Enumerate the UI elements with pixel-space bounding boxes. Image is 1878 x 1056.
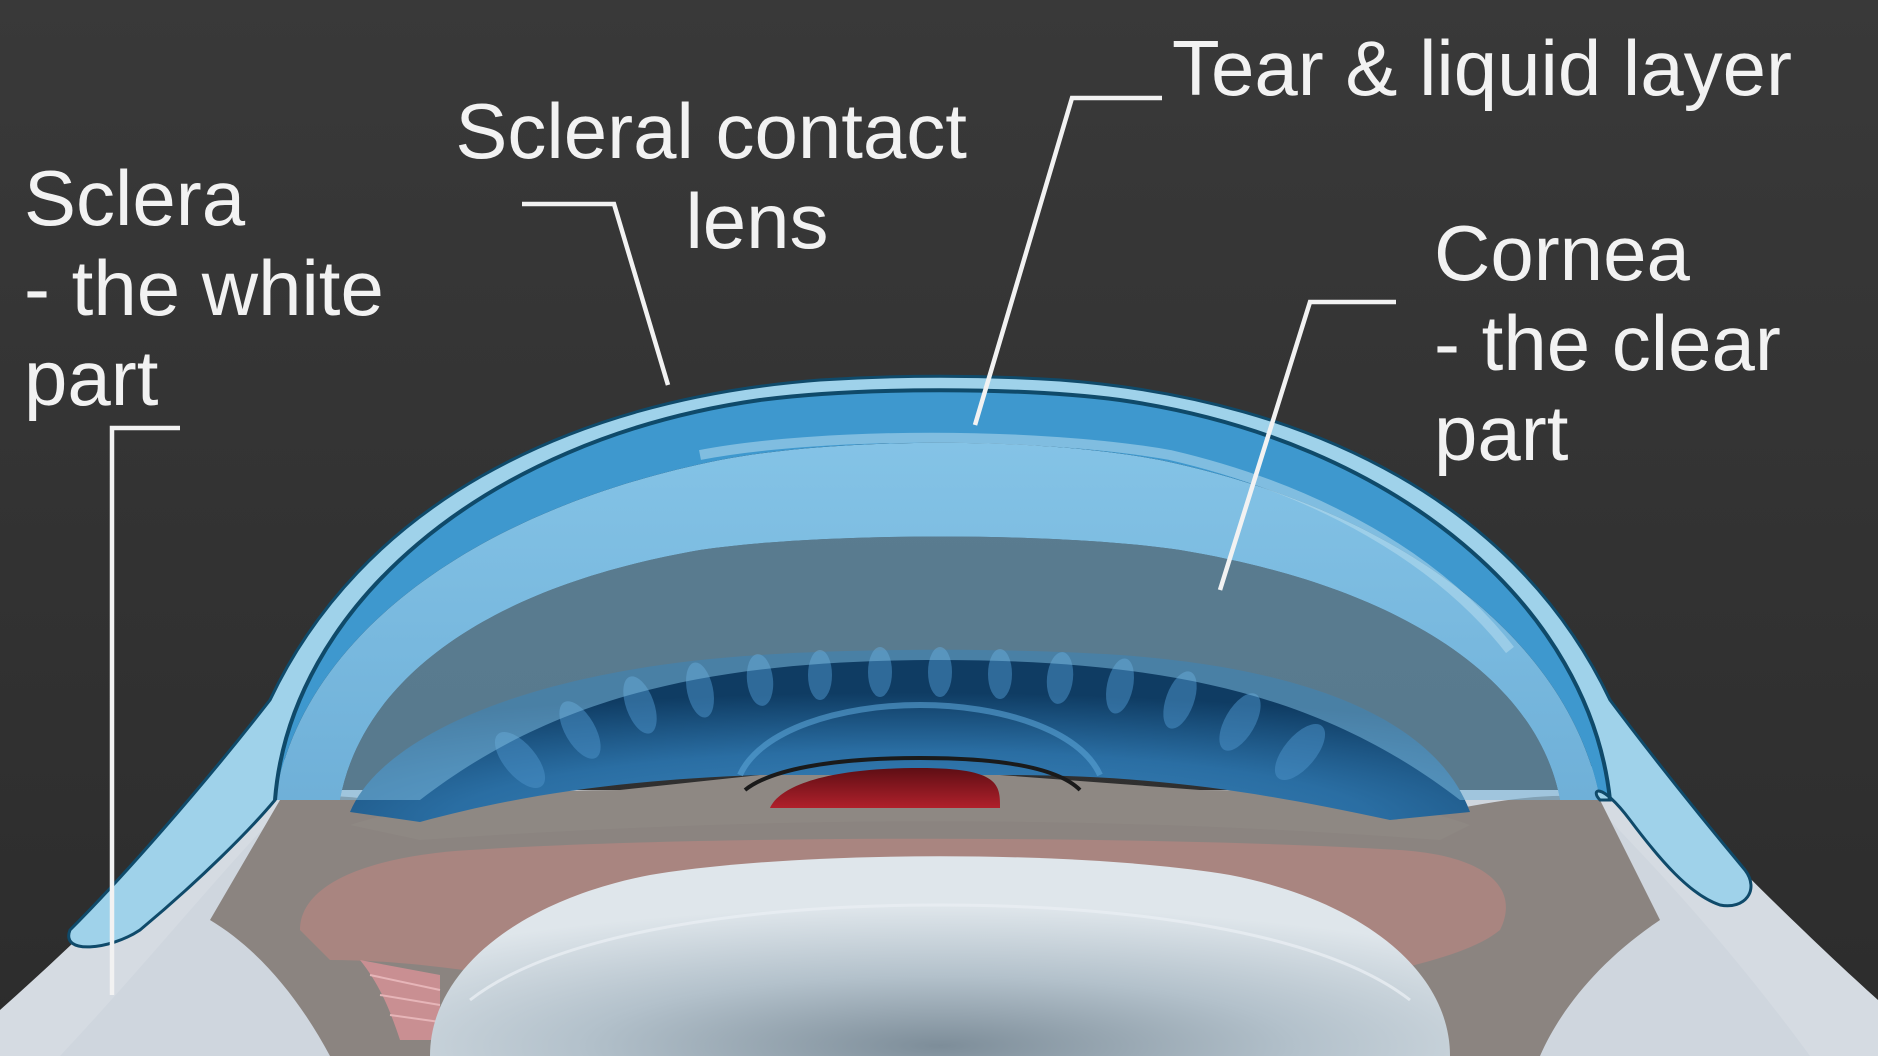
label-tear-liquid-layer: Tear & liquid layer [1172,24,1792,112]
pupil [770,768,1000,808]
scleral-lens-inner-edge [273,388,1612,801]
lens-highlight [469,903,1411,1002]
crystalline-lens [430,856,1450,1056]
cornea-inner [340,536,1560,800]
iris-inner-ring [737,701,1103,777]
leader-tear-layer [972,95,1162,426]
leader-sclera [109,425,180,995]
pupil-rim [743,755,1082,792]
label-scleral-contact-lens: Scleral contact lens [455,87,988,265]
label-sclera: Sclera - the white part [24,154,406,422]
label-cornea: Cornea - the clear part [1434,209,1802,477]
tear-layer-sheen [699,432,1514,654]
leader-scleral-lens [522,201,671,386]
cornea [275,442,1600,800]
leader-cornea [1217,299,1396,591]
